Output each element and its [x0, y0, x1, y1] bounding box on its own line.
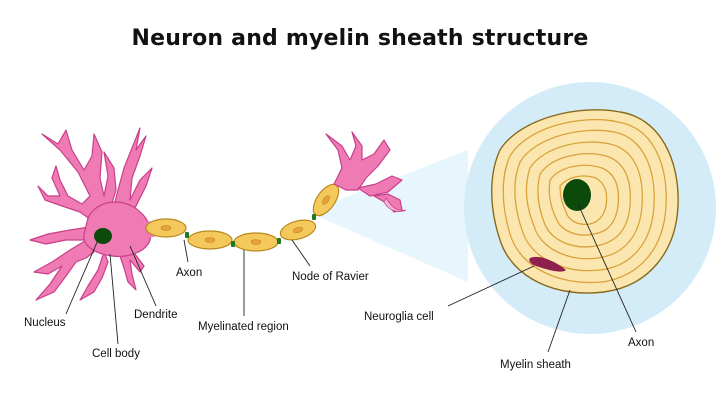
- nodes-of-ravier: [185, 214, 316, 247]
- label-dendrite: Dendrite: [134, 309, 177, 321]
- myelin-inner-nuclei: [160, 195, 330, 245]
- axon-terminal-tip: [383, 197, 407, 212]
- cell-body: [83, 201, 152, 257]
- label-cell-body: Cell body: [92, 348, 140, 360]
- dendrites: [29, 127, 153, 301]
- myelin-segments: [145, 183, 340, 252]
- label-neuroglia-cell: Neuroglia cell: [364, 311, 434, 323]
- myelin-layers: [502, 119, 667, 284]
- label-nucleus: Nucleus: [24, 317, 66, 329]
- leader-lines: [65, 203, 637, 353]
- label-myelin-sheath: Myelin sheath: [500, 359, 571, 371]
- label-node-of-ravier: Node of Ravier: [292, 271, 369, 283]
- label-myelinated-region: Myelinated region: [198, 321, 289, 333]
- nucleus: [94, 228, 112, 244]
- axon-cross-section: [563, 179, 591, 211]
- zoom-projection: [308, 150, 468, 282]
- label-axon-cross-section: Axon: [628, 337, 654, 349]
- diagram-title: Neuron and myelin sheath structure: [131, 26, 589, 51]
- neuroglia-cell: [529, 256, 566, 272]
- label-axon: Axon: [176, 267, 202, 279]
